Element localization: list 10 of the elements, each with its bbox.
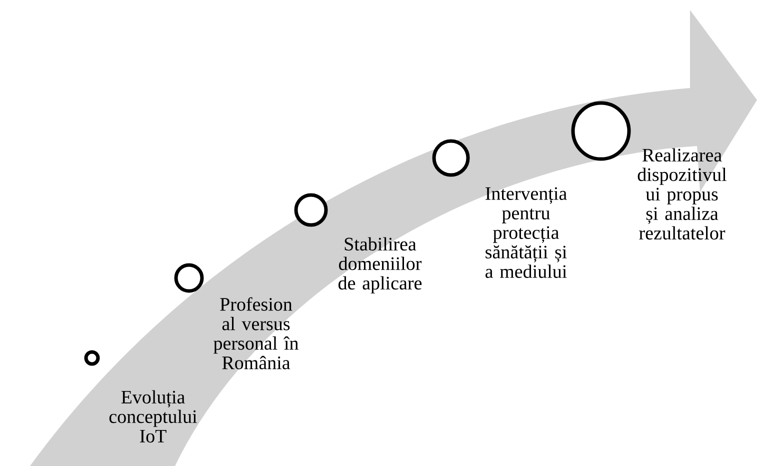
step-label: Intervenția pentru protecția sănătății și a mediului <box>486 187 567 278</box>
circle-marker <box>174 263 204 293</box>
circle-marker <box>294 193 328 227</box>
step-label: Stabilirea domeniilor de aplicare <box>338 237 422 294</box>
circle-marker <box>84 350 100 366</box>
circle-marker <box>432 139 470 177</box>
step-label: Realizarea dispozitivul ui propus și analiza rezultatelor <box>638 148 726 240</box>
step-label: Evoluția conceptului IoT <box>109 390 197 443</box>
step-label: Profesion al versus personal în România <box>214 297 298 370</box>
circle-marker <box>571 101 631 161</box>
